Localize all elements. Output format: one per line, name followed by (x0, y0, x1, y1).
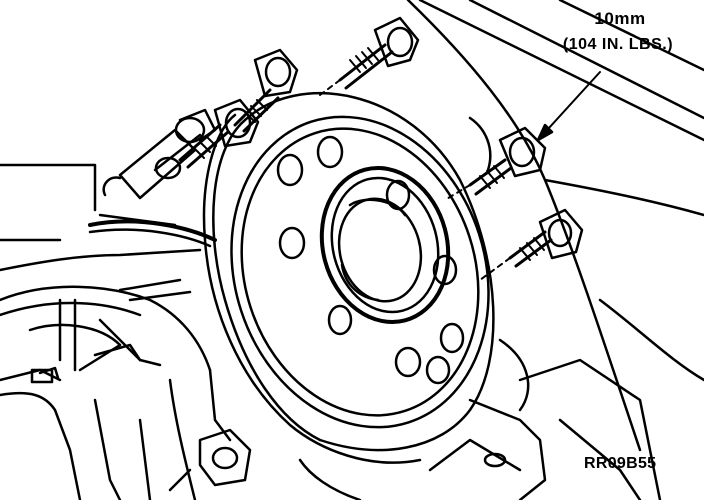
flange-bolt-holes (276, 135, 465, 385)
figure-code-label: RR09B55 (584, 455, 657, 472)
flange-bolts (178, 16, 584, 281)
flange-body (202, 92, 495, 464)
callout-torque-label: (104 IN. LBS.) (562, 36, 674, 53)
axle-housing (0, 163, 232, 500)
callout-leader (536, 71, 601, 142)
lower-housing (168, 338, 662, 500)
upper-housing-lines (406, 0, 704, 452)
left-studs (98, 108, 217, 227)
callout-size-label: 10mm (594, 9, 646, 28)
